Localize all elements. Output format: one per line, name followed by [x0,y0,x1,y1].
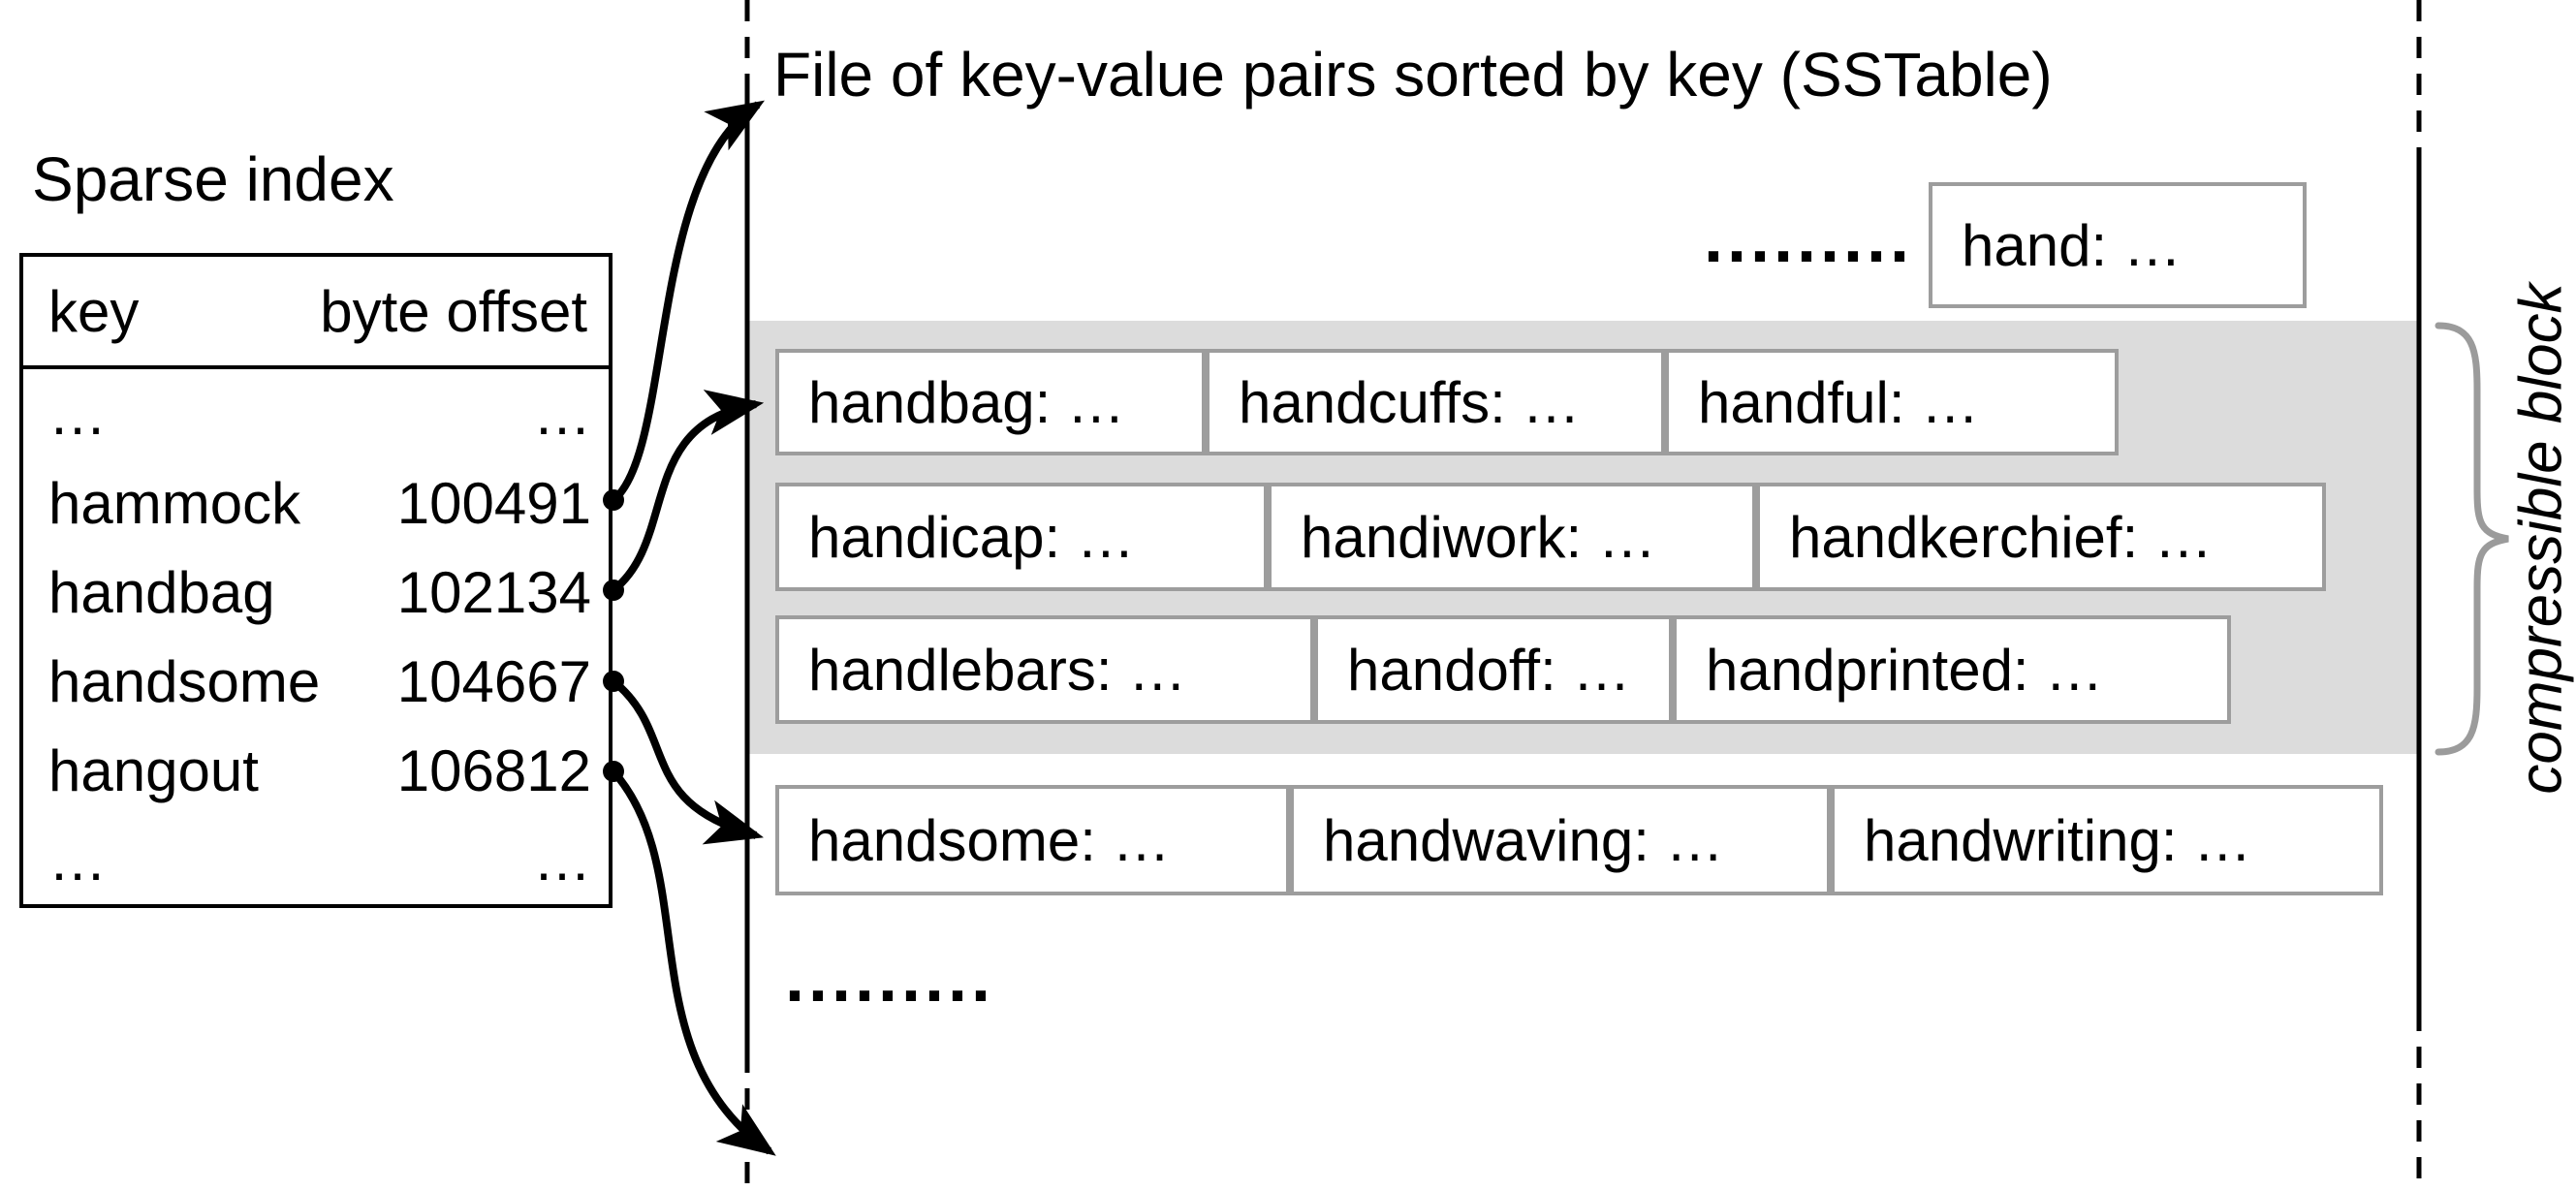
sstable-entry: handbag: … [775,349,1206,455]
sstable-entry: handicap: … [775,483,1268,591]
offset-dot-hangout [603,761,624,782]
sstable-entry: handkerchief: … [1756,483,2326,591]
entry-label: handkerchief: … [1789,504,2213,570]
offset-dot-handbag [603,580,624,601]
table-row: hammock 100491 [23,458,609,548]
sstable-entry: handoff: … [1314,615,1673,724]
byte-offset-cell: … [533,827,591,893]
offset-arrow-hammock [611,100,765,504]
sstable-entry: handlebars: … [775,615,1314,724]
sstable-title: File of key-value pairs sorted by key (S… [773,40,2053,110]
byte-offset-cell: 104667 [396,648,591,714]
entry-label: handprinted: … [1706,637,2104,703]
sstable-entry: handiwork: … [1268,483,1756,591]
sstable-entry: hand: … [1929,182,2307,308]
key-cell: … [48,381,107,447]
key-cell: handbag [48,559,275,625]
sstable-entry: handful: … [1665,349,2119,455]
entry-label: handoff: … [1347,637,1631,703]
key-cell: hammock [48,470,301,536]
sparse-index-table-header: key byte offset [23,257,609,369]
column-header-byte-offset: byte offset [320,278,587,344]
table-row: hangout 106812 [23,726,609,815]
entry-label: handful: … [1698,369,1980,435]
sparse-index-table: key byte offset … … hammock 100491 handb… [19,253,613,908]
byte-offset-cell: 100491 [396,470,591,536]
byte-offset-cell: 106812 [396,737,591,803]
offset-arrow-handsome [611,677,764,845]
table-row: … … [23,369,609,458]
byte-offset-cell: … [533,381,591,447]
entry-label: handcuffs: … [1239,369,1581,435]
key-cell: … [48,827,107,893]
sstable-entry: handwriting: … [1831,785,2383,895]
table-row: handsome 104667 [23,637,609,726]
entry-label: handwriting: … [1864,807,2252,873]
entry-label: handwaving: … [1323,807,1724,873]
top-ellipsis: ......... [1704,200,1914,277]
offset-dot-handsome [603,671,624,692]
bottom-ellipsis: ......... [785,939,995,1017]
entry-label: handicap: … [808,504,1135,570]
sparse-index-table-body: … … hammock 100491 handbag 102134 handso… [23,369,609,904]
sstable-entry: handsome: … [775,785,1290,895]
offset-dot-hammock [603,489,624,511]
sparse-index-title: Sparse index [32,144,394,214]
key-cell: hangout [48,737,259,803]
byte-offset-cell: 102134 [396,559,591,625]
key-cell: handsome [48,648,321,714]
offset-arrow-handbag [611,390,765,594]
sstable-entry: handwaving: … [1290,785,1831,895]
sstable-entry: handprinted: … [1673,615,2231,724]
compressible-block-brace [2435,322,2509,756]
entry-label: handsome: … [808,807,1171,873]
entry-label: handlebars: … [808,637,1187,703]
entry-label: handbag: … [808,369,1125,435]
offset-arrow-hangout [611,768,776,1156]
column-header-key: key [48,278,140,344]
entry-label: hand: … [1962,212,2182,278]
table-row: handbag 102134 [23,548,609,637]
sstable-entry: handcuffs: … [1206,349,1665,455]
table-row: … … [23,815,609,904]
entry-label: handiwork: … [1301,504,1656,570]
